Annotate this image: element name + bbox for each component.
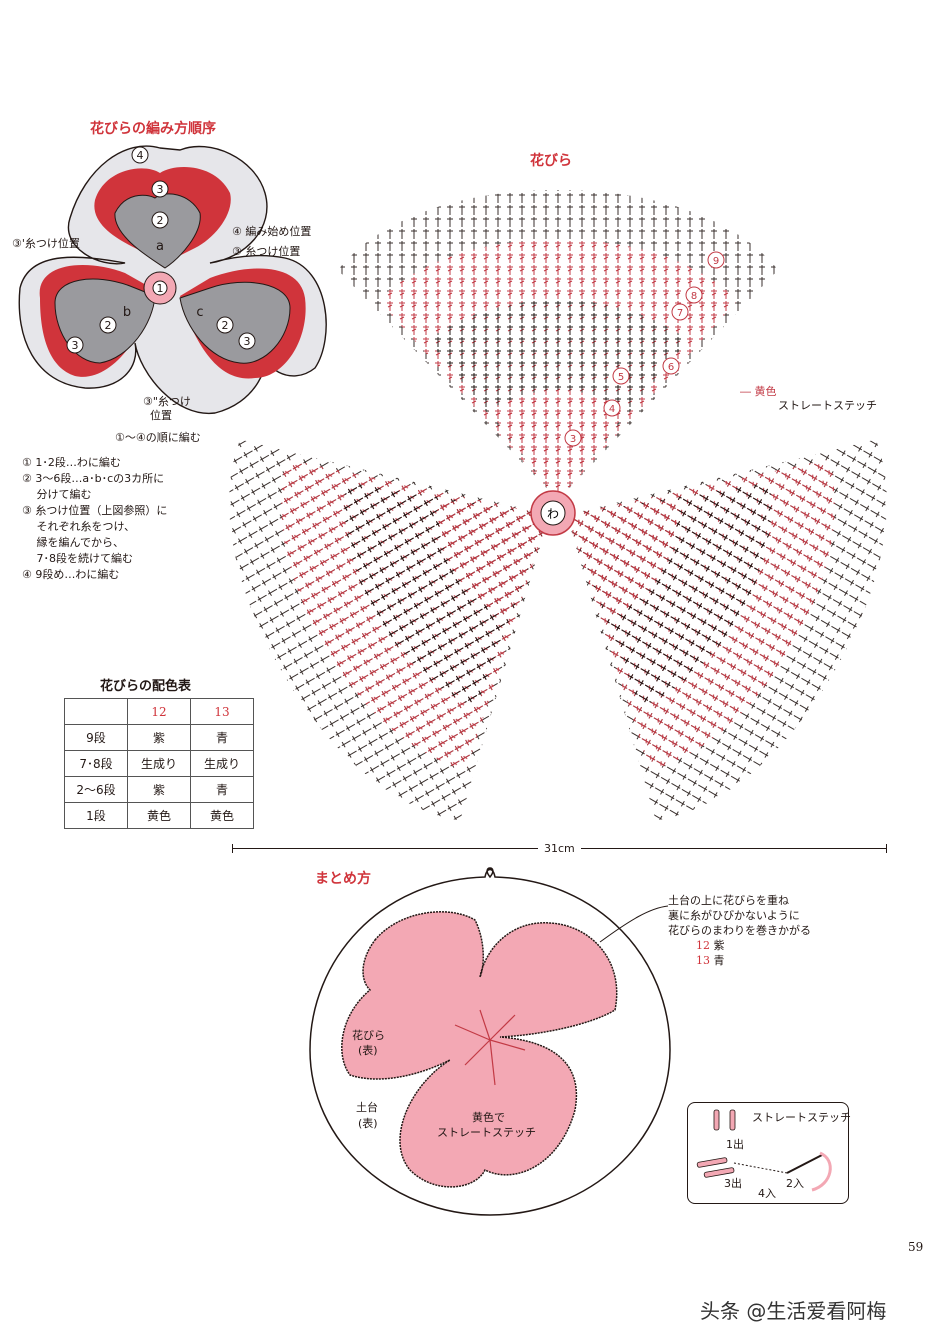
assembly-petal-label-1: 花びら [352,1029,385,1042]
table-header-12: 12 [127,698,191,725]
order-num-3-top: 3 [157,183,164,196]
callout-right-attach: ③ 糸つけ位置 [232,245,301,258]
assembly-diagram [309,867,671,1216]
table-cell: 紫 [127,724,191,751]
order-label-a: a [156,239,164,254]
assembly-note-line: 土台の上に花びらを重ね [668,894,789,907]
callout-bottom-attach-2: 位置 [150,409,172,422]
callout-order-note: ①〜④の順に編む [115,431,201,444]
order-step: ④ 9段め…わに編む [22,568,120,581]
legend-line-label: ― 黄色 [740,385,777,398]
round-num-7: 7 [677,308,683,319]
assembly-note-color: 12 紫 [696,939,725,952]
assembly-note: 土台の上に花びらを重ね 裏に糸がひびかないように 花びらのまわりを巻きかがる 1… [668,893,811,968]
chart-petal-top [338,190,778,500]
center-straight-stitch [454,1009,526,1086]
table-row: 2〜6段 紫 青 [64,776,254,803]
order-number-markers [66,146,256,354]
chart-title: 花びら [530,153,572,169]
order-num-1: 1 [157,282,164,295]
order-step: 7･8段を続けて編む [22,552,133,565]
table-row: 9段 紫 青 [64,724,254,751]
table-cell: 1段 [64,802,128,829]
table-cell: 生成り [127,750,191,777]
assembly-title: まとめ方 [315,871,371,887]
order-step: それぞれ糸をつけ、 [22,520,135,533]
order-step: 縁を編んでから、 [22,536,124,549]
assembly-petal-shape [341,911,618,1188]
color-table: 12 13 9段 紫 青 7･8段 生成り 生成り 2〜6段 紫 青 1段 黄色… [64,698,254,829]
assembly-base-label-2: (表) [358,1117,378,1130]
chart-center-label: わ [547,507,559,521]
stitch-label-2: 2入 [786,1177,804,1190]
chart-petal-left [229,439,550,821]
table-cell [64,698,128,725]
round-num-8: 8 [691,291,697,302]
round-num-3: 3 [570,434,576,445]
dimension-end-right [886,844,887,853]
table-row: 12 13 [64,698,254,725]
order-label-c: c [196,305,203,320]
stitch-label-1: 1出 [726,1138,744,1151]
assembly-leader-line [599,905,669,943]
table-cell: 9段 [64,724,128,751]
table-cell: 2〜6段 [64,776,128,803]
watermark: 头条 @生活爱看阿梅 [700,1299,887,1323]
table-cell: 紫 [127,776,191,803]
stitch-detail-box [687,1102,849,1204]
assembly-center-label-1: 黄色で [472,1111,505,1124]
order-grey-c [179,281,291,364]
round-num-9: 9 [713,256,719,267]
assembly-note-color: 13 青 [696,954,725,967]
table-cell: 生成り [190,750,254,777]
table-cell: 黄色 [190,802,254,829]
assembly-petal-label-2: (表) [358,1044,378,1057]
chart-legend-text: ストレートステッチ [778,399,877,412]
assembly-note-line: 花びらのまわりを巻きかがる [668,924,811,937]
stitch-label-3: 3出 [724,1177,742,1190]
order-step: ③ 糸つけ位置（上図参照）に [22,504,168,517]
order-step: 分けて編む [22,488,92,501]
crochet-chart: わ 3 4 5 6 7 8 9 [229,190,887,821]
table-cell: 黄色 [127,802,191,829]
stitch-box-title: ストレートステッチ [752,1111,851,1124]
callout-bottom-attach-1: ③"糸つけ [143,395,191,408]
table-row: 1段 黄色 黄色 [64,802,254,829]
round-num-5: 5 [618,372,624,383]
order-center-dot [152,280,168,296]
order-step: ② 3〜6段…a･b･cの3カ所に [22,472,165,485]
order-num-2-top: 2 [157,214,164,227]
order-label-b: b [123,305,131,320]
order-num-4: 4 [137,149,144,162]
order-num-3-left: 3 [72,339,79,352]
callout-start-pos: ④ 編み始め位置 [232,225,312,238]
chart-legend-line: ― 黄色 [740,384,777,399]
chart-center-magic-ring [540,500,566,526]
order-diagram-title: 花びらの編み方順序 [90,121,216,137]
stitch-label-4: 4入 [758,1187,776,1200]
assembly-center-label-2: ストレートステッチ [437,1126,536,1139]
dimension-label: 31cm [538,841,581,856]
chart-petal-right [566,439,887,821]
page-number: 59 [908,1240,924,1254]
color-table-title: 花びらの配色表 [100,679,192,694]
order-num-2-right: 2 [222,319,229,332]
order-step: ① 1･2段…わに編む [22,456,121,469]
order-num-3-right: 3 [244,335,251,348]
assembly-note-line: 裏に糸がひびかないように [668,909,800,922]
table-row: 7･8段 生成り 生成り [64,750,254,777]
table-header-13: 13 [190,698,254,725]
stitch-illustration [696,1109,832,1192]
round-num-6: 6 [668,362,674,373]
assembly-base-label-1: 土台 [356,1101,378,1114]
table-cell: 7･8段 [64,750,128,777]
callout-left-attach: ③'糸つけ位置 [12,237,80,250]
dimension-end-left [232,844,233,853]
round-num-4: 4 [609,404,615,415]
order-num-2-left: 2 [105,319,112,332]
order-grey-a [114,193,201,269]
order-steps: ① 1･2段…わに編む ② 3〜6段…a･b･cの3カ所に 分けて編む ③ 糸つ… [22,455,167,583]
order-diagram: 4 3 2 1 2 3 2 3 a b c [18,145,327,414]
